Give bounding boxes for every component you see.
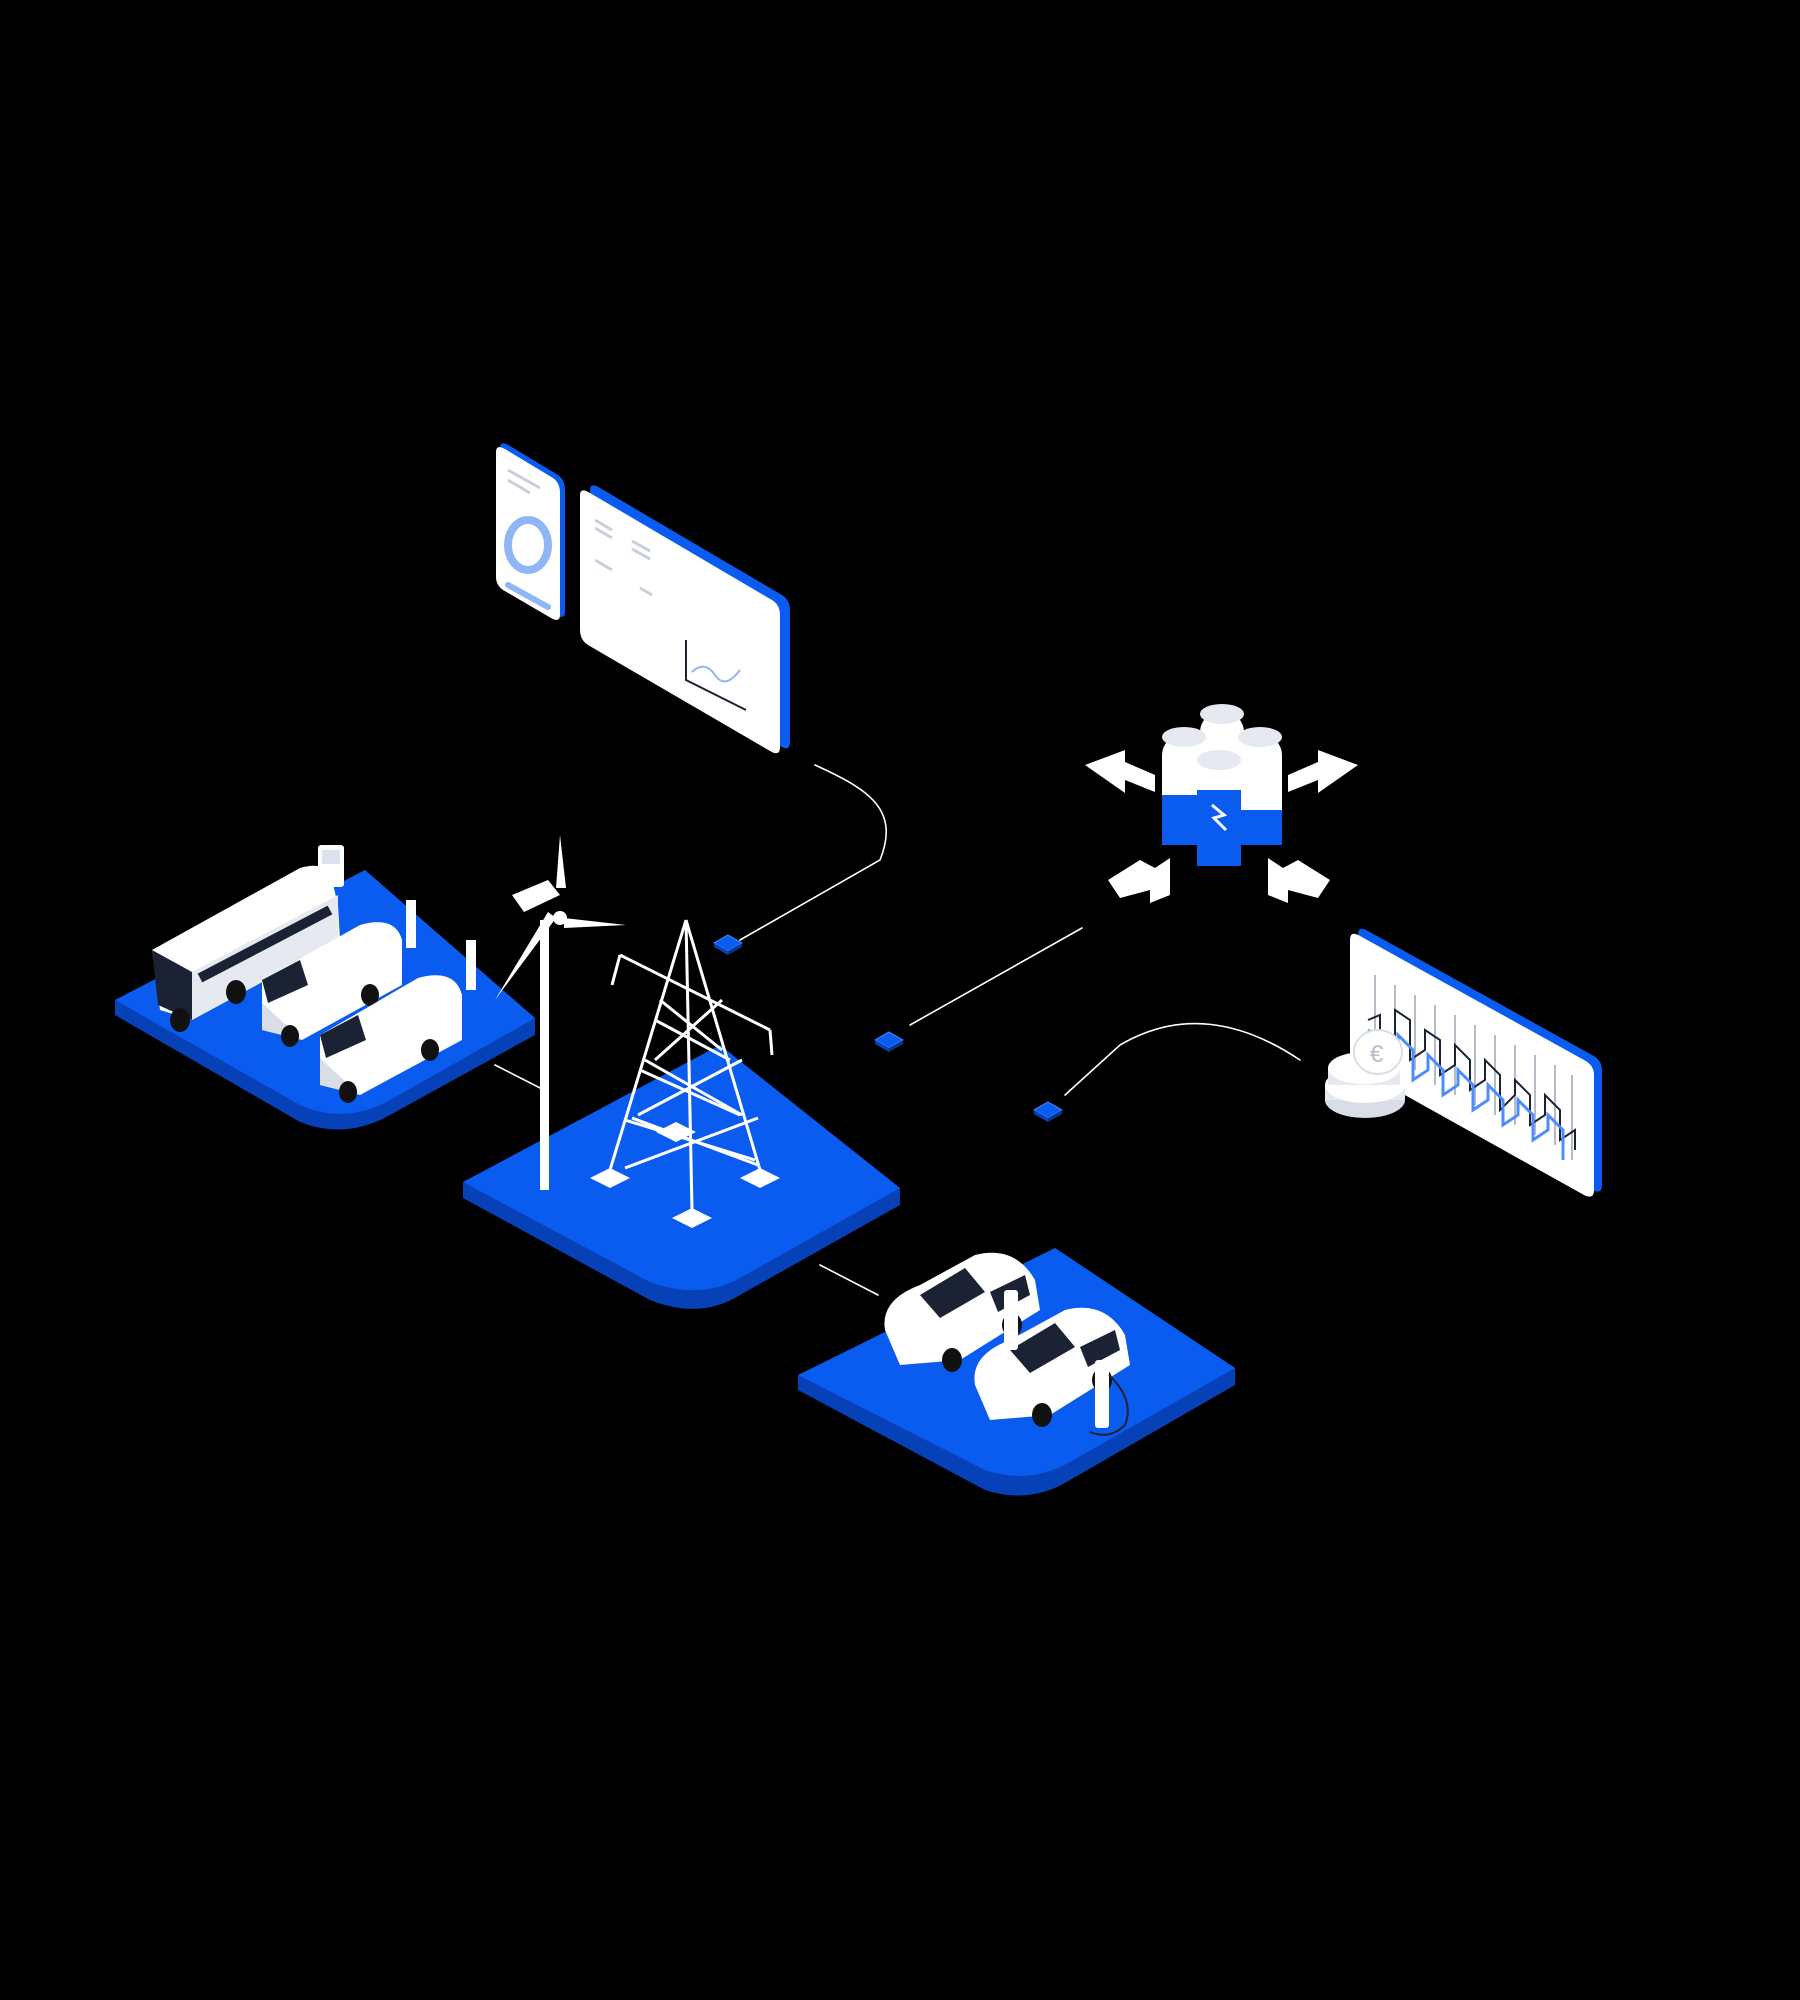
van-icon: [320, 975, 462, 1103]
battery-cell-icon: [1238, 727, 1282, 845]
junction-node: [1032, 1101, 1064, 1122]
platform-top: [463, 1045, 900, 1291]
fleet-depot-platform: [115, 845, 535, 1130]
energy-market: €: [1325, 928, 1602, 1197]
connector-battery-to-grid: [909, 927, 1083, 1026]
tower-foundations: [590, 1122, 780, 1228]
connector-depot-to-grid: [494, 1064, 549, 1093]
connector-junctions: [712, 934, 1064, 1122]
bus-icon: [152, 865, 340, 1032]
junction-node: [712, 934, 744, 955]
van-icon: [262, 922, 402, 1047]
battery-cell-icon: [1197, 750, 1241, 866]
ev-charging-platform: [798, 1248, 1235, 1496]
ev-charger-icon: [1004, 1290, 1129, 1436]
connectors: [494, 764, 1301, 1296]
monitor-icon: [580, 485, 790, 754]
coins-icon: €: [1325, 1029, 1405, 1118]
grid-platform: [463, 835, 900, 1309]
software-dashboard: [496, 443, 790, 754]
battery-storage: [1085, 704, 1358, 903]
connector-market-to-grid: [1064, 1022, 1301, 1096]
transmission-tower-icon: [608, 919, 774, 1211]
phone-icon: [496, 443, 565, 620]
connector-dashboard-to-grid: [739, 764, 887, 941]
connector-grid-to-ev: [819, 1264, 879, 1296]
arrow-icon: [1085, 750, 1358, 903]
euro-symbol: €: [1370, 1041, 1384, 1068]
wind-turbine-icon: [495, 835, 626, 1190]
junction-node: [873, 1031, 905, 1052]
price-chart-icon: [1350, 928, 1602, 1197]
